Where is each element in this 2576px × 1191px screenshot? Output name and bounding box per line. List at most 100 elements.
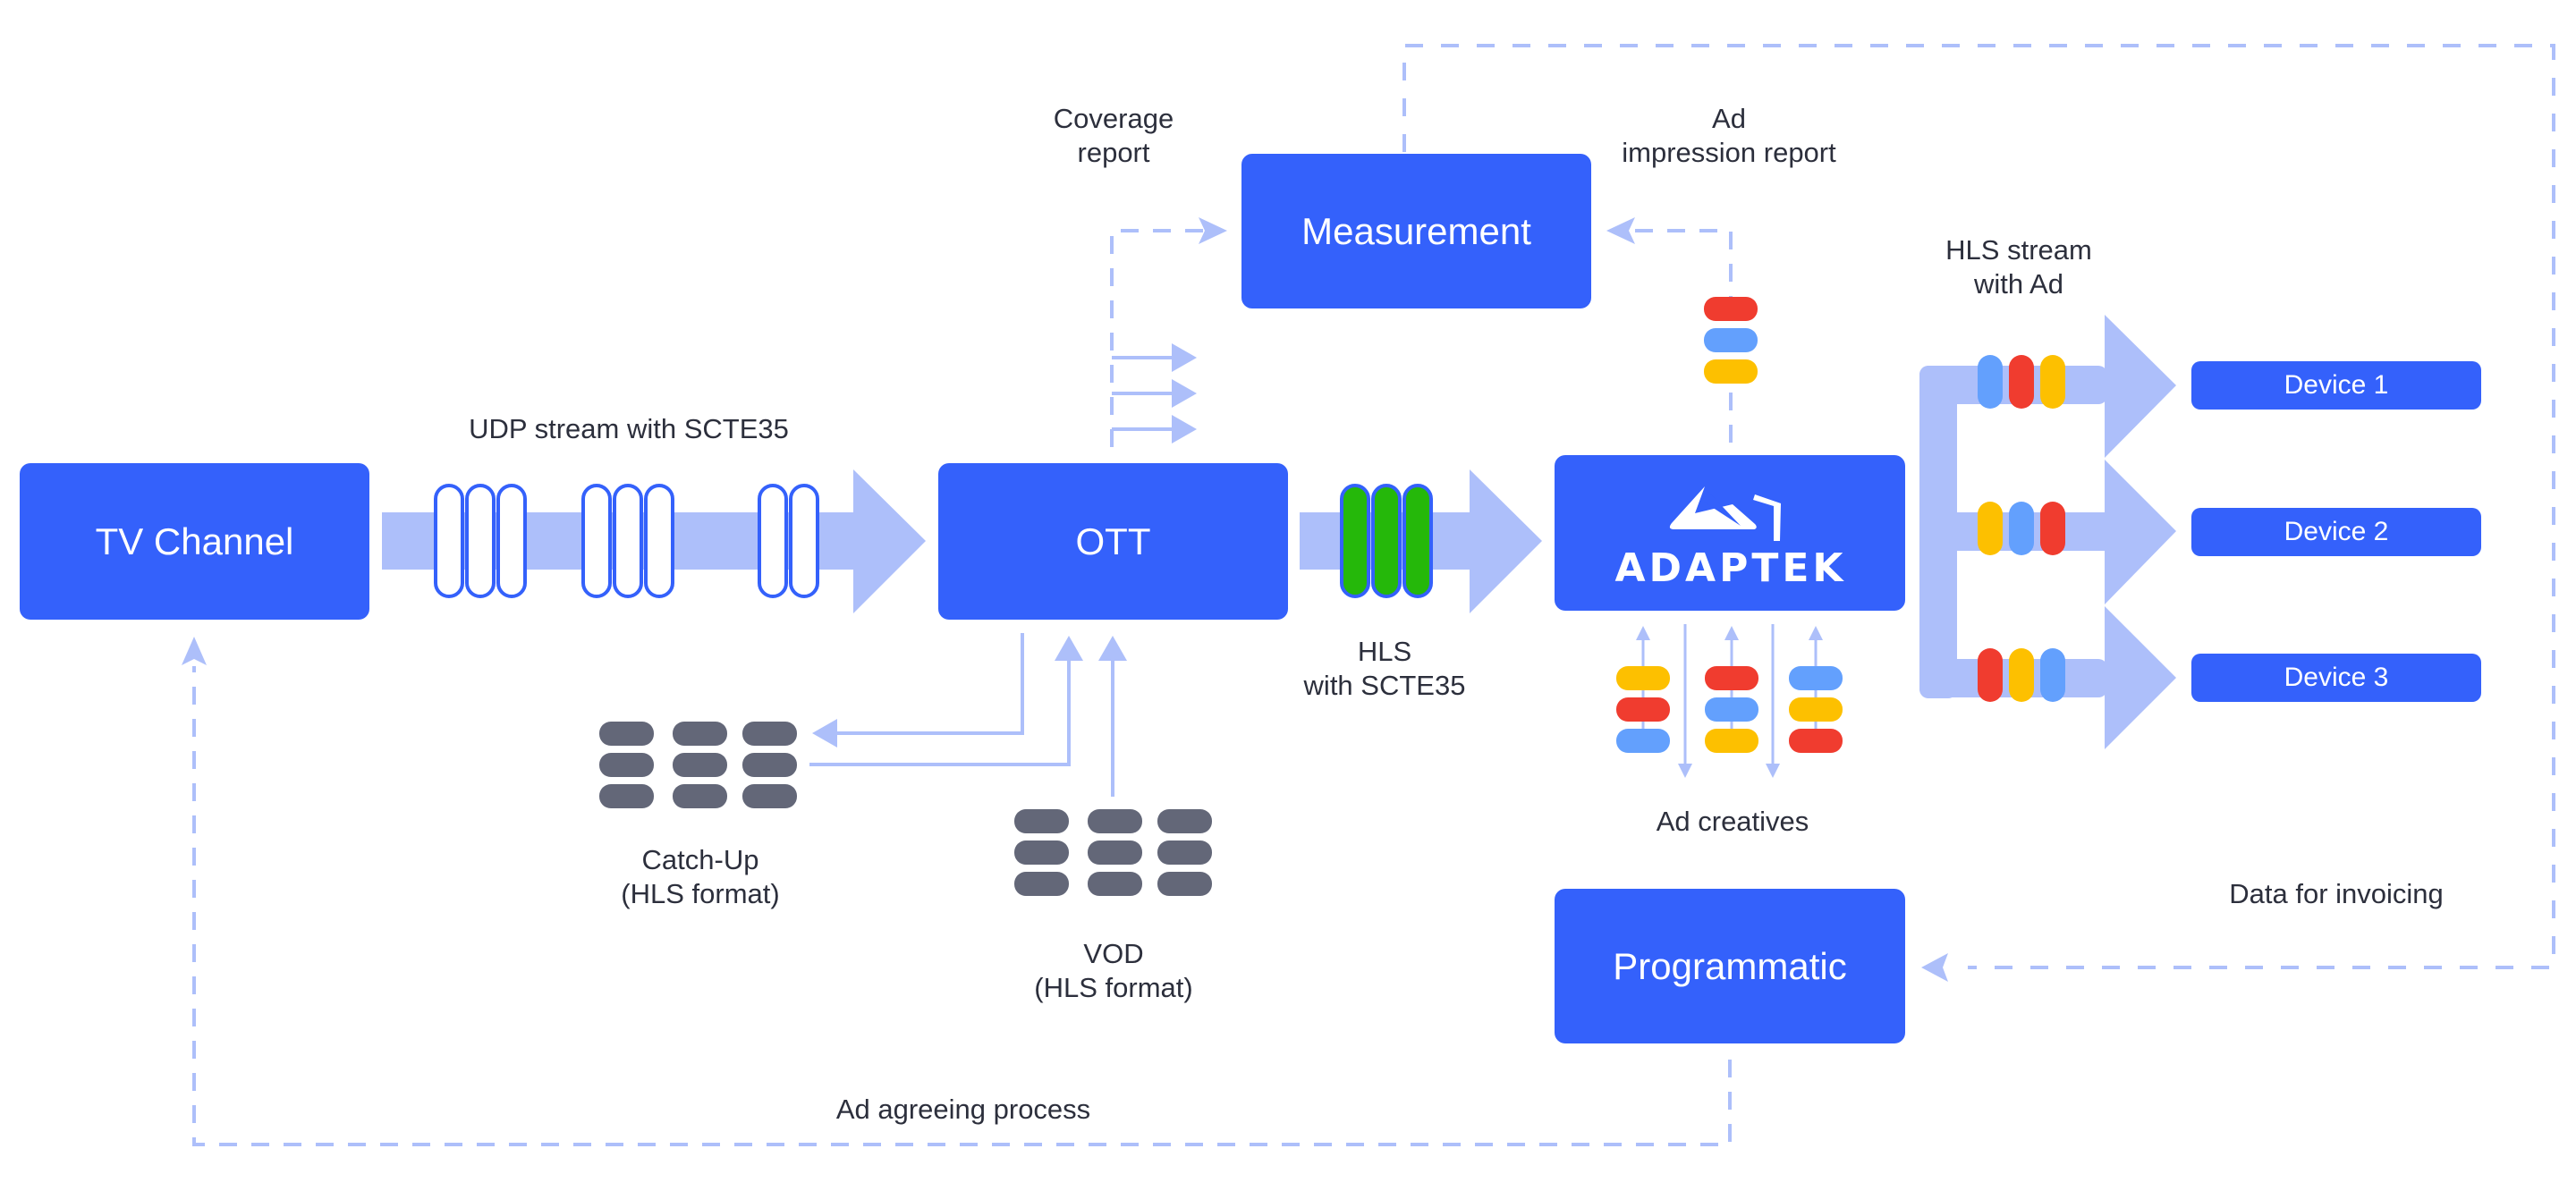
udp-packet	[465, 484, 496, 598]
catch-up-label: Catch-Up (HLS format)	[621, 843, 779, 911]
vod-line-1: VOD	[1083, 938, 1144, 969]
storage-block	[1088, 809, 1142, 833]
storage-block	[599, 784, 654, 808]
udp-packet	[613, 484, 643, 598]
ad-creative-segment	[1616, 666, 1670, 690]
ad-creative-segment	[1616, 697, 1670, 722]
storage-block	[1157, 809, 1212, 833]
ad-impression-report-line-1: Ad	[1712, 103, 1746, 134]
device-2-label: Device 2	[2284, 517, 2389, 546]
catch-up-line-1: Catch-Up	[641, 844, 759, 875]
ad-agreeing-process-label: Ad agreeing process	[835, 1094, 1091, 1125]
storage-block	[742, 784, 797, 808]
measurement-label: Measurement	[1301, 209, 1531, 252]
hls-segment	[1402, 484, 1433, 598]
coverage-report-connector	[1110, 229, 1203, 447]
udp-packet	[496, 484, 527, 598]
device-stream-segment	[2009, 648, 2034, 702]
impression-segment	[1704, 297, 1758, 321]
ad-creative-arrowheads	[1636, 626, 1823, 778]
catchup-vod-connectors	[809, 633, 1114, 797]
catchup-storage-icon	[599, 722, 797, 808]
device-1-label: Device 1	[2284, 370, 2389, 400]
device-stream-segment	[1978, 502, 2003, 555]
ad-agreeing-connector	[192, 666, 1732, 1146]
storage-block	[1088, 840, 1142, 865]
ad-impression-report-line-2: impression report	[1622, 137, 1836, 168]
storage-block	[599, 753, 654, 777]
ad-creatives-label: Ad creatives	[1656, 806, 1809, 837]
ad-creative-segments	[1616, 666, 1843, 753]
ad-creative-segment	[1789, 666, 1843, 690]
programmatic-arrowhead	[1921, 953, 1948, 982]
storage-block	[1014, 840, 1069, 865]
adaptek-node-background	[1555, 455, 1905, 611]
device-3-label: Device 3	[2284, 663, 2389, 692]
device-1-node[interactable]: Device 1	[2191, 361, 2481, 410]
programmatic-label: Programmatic	[1613, 944, 1847, 987]
coverage-report-line-1: Coverage	[1053, 103, 1174, 134]
device-stream-segment	[2040, 502, 2065, 555]
storage-block	[673, 784, 727, 808]
ad-creative-segment	[1616, 729, 1670, 753]
tv-channel-arrowhead	[182, 637, 207, 665]
storage-block	[673, 753, 727, 777]
ad-creative-segment	[1789, 697, 1843, 722]
vod-storage-icon	[1014, 809, 1212, 896]
adaptek-node[interactable]	[1555, 455, 1905, 611]
hls-with-scte35-line-2: with SCTE35	[1303, 670, 1466, 701]
coverage-report-label: Coverage report	[1054, 102, 1174, 170]
storage-block	[742, 753, 797, 777]
ad-impression-report-label: Ad impression report	[1622, 102, 1835, 170]
adaptek-logo-icon	[1669, 486, 1781, 541]
ad-creative-segment	[1789, 729, 1843, 753]
hls-with-scte35-line-1: HLS	[1357, 636, 1412, 667]
data-for-invoicing-label: Data for invoicing	[2229, 878, 2444, 909]
hls-segment	[1340, 484, 1370, 598]
device-stream-segment	[2040, 355, 2065, 409]
udp-packet	[581, 484, 612, 598]
data-for-invoicing-connector	[1402, 44, 2555, 969]
impression-segment	[1704, 328, 1758, 352]
storage-block	[742, 722, 797, 746]
storage-block	[1157, 872, 1212, 896]
programmatic-node[interactable]: Programmatic	[1555, 889, 1905, 1043]
hls-with-scte35-label: HLS with SCTE35	[1304, 635, 1466, 703]
device-stream-segment	[2040, 648, 2065, 702]
ad-creative-segment	[1705, 697, 1758, 722]
tv-channel-node[interactable]: TV Channel	[20, 463, 369, 620]
storage-block	[1014, 872, 1069, 896]
catchup-to-ott-arrowhead	[1055, 636, 1083, 661]
udp-packets	[434, 484, 819, 598]
impression-segments	[1704, 297, 1758, 384]
device-stream-segment	[2009, 502, 2034, 555]
storage-block	[1014, 809, 1069, 833]
ott-node[interactable]: OTT	[938, 463, 1288, 620]
udp-packet	[758, 484, 788, 598]
measurement-node[interactable]: Measurement	[1241, 154, 1591, 308]
vod-label: VOD (HLS format)	[1034, 937, 1192, 1005]
vod-to-ott-arrowhead	[1098, 636, 1127, 661]
hls-stream-with-ad-line-1: HLS stream	[1945, 234, 2092, 266]
hls-stream-with-ad-label: HLS stream with Ad	[1945, 233, 2092, 301]
catch-up-line-2: (HLS format)	[621, 878, 780, 909]
tv-channel-label: TV Channel	[95, 519, 294, 562]
udp-stream-label: UDP stream with SCTE35	[469, 413, 789, 444]
device-stream-segment	[2009, 355, 2034, 409]
vod-line-2: (HLS format)	[1034, 972, 1193, 1003]
coverage-report-line-2: report	[1077, 137, 1150, 168]
udp-packet	[644, 484, 674, 598]
device-stream-segments	[1978, 355, 2065, 702]
hls-segment	[1371, 484, 1402, 598]
coverage-arrowhead	[1199, 217, 1227, 244]
device-stream-segment	[1978, 355, 2003, 409]
impression-arrowhead	[1606, 217, 1635, 244]
hls-stream-with-ad-line-2: with Ad	[1974, 268, 2063, 300]
device-stream-segment	[1978, 648, 2003, 702]
device-3-node[interactable]: Device 3	[2191, 654, 2481, 702]
catchup-arrowhead	[812, 719, 837, 748]
impression-segment	[1704, 359, 1758, 384]
device-2-node[interactable]: Device 2	[2191, 508, 2481, 556]
udp-packet	[434, 484, 464, 598]
